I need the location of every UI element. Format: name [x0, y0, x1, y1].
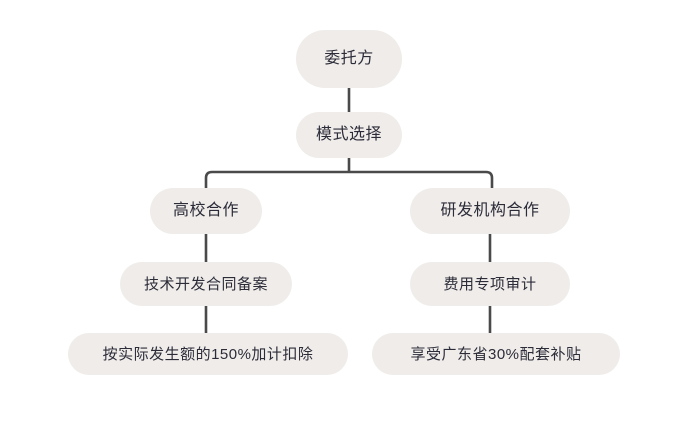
node-guangdong-subsidy-label: 享受广东省30%配套补贴	[410, 345, 582, 363]
node-super-deduction-label: 按实际发生额的150%加计扣除	[102, 345, 314, 363]
node-mode-selection[interactable]: 模式选择	[296, 112, 402, 158]
node-special-expense-audit[interactable]: 费用专项审计	[410, 262, 570, 306]
node-special-expense-audit-label: 费用专项审计	[443, 275, 537, 293]
node-guangdong-subsidy[interactable]: 享受广东省30%配套补贴	[372, 333, 620, 375]
node-root-label: 委托方	[324, 50, 374, 67]
node-tech-development-contract-filing[interactable]: 技术开发合同备案	[120, 262, 292, 306]
node-tech-development-contract-filing-label: 技术开发合同备案	[143, 275, 268, 293]
node-rd-institution-cooperation-label: 研发机构合作	[440, 202, 540, 219]
edge-mode-to-branch-bus	[204, 156, 494, 190]
node-mode-selection-label: 模式选择	[315, 126, 382, 143]
node-university-cooperation[interactable]: 高校合作	[150, 188, 262, 234]
node-root[interactable]: 委托方	[296, 30, 402, 88]
node-super-deduction[interactable]: 按实际发生额的150%加计扣除	[68, 333, 348, 375]
node-rd-institution-cooperation[interactable]: 研发机构合作	[410, 188, 570, 234]
node-university-cooperation-label: 高校合作	[172, 202, 239, 219]
